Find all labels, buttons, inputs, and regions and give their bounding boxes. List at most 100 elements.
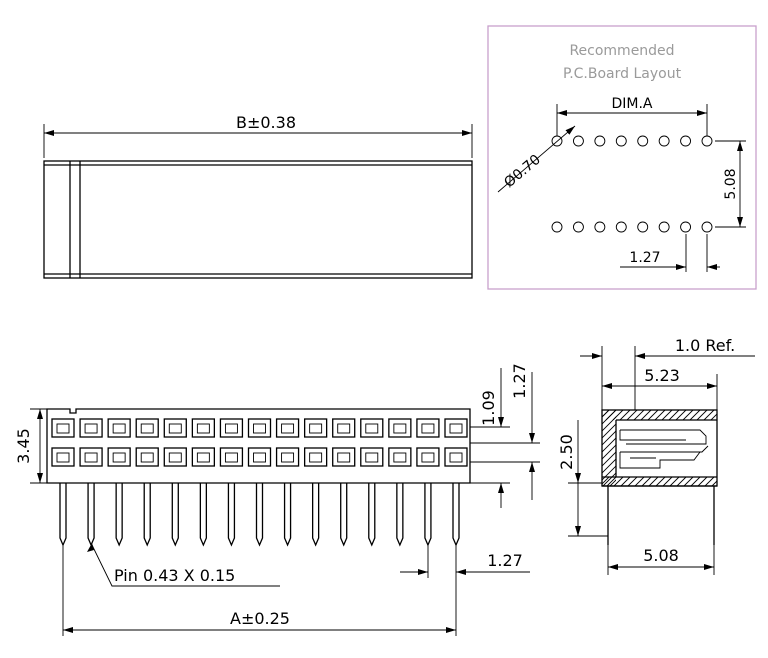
contact-cell-inner bbox=[253, 423, 266, 434]
pin bbox=[255, 483, 264, 547]
contact-cell-inner bbox=[168, 452, 182, 463]
contact-cell-inner bbox=[112, 423, 126, 434]
contact-cell-outer bbox=[275, 418, 300, 438]
pin bbox=[199, 483, 208, 547]
contact-cell-outer bbox=[275, 447, 300, 467]
dim-127-vertical-label: 1.27 bbox=[510, 363, 529, 399]
contact-cell-outer bbox=[303, 418, 328, 438]
contact-cell-inner bbox=[365, 423, 379, 434]
contact-cell-inner bbox=[112, 452, 126, 463]
side-view: 1.0 Ref. 5.23 2.50 bbox=[557, 336, 755, 575]
pcb-title-line2: P.C.Board Layout bbox=[563, 66, 682, 82]
contact-cell-inner bbox=[84, 423, 98, 434]
contact-cell-inner bbox=[281, 452, 295, 463]
dim-a-tolerance-label: A±0.25 bbox=[230, 609, 290, 628]
pcb-hole bbox=[551, 135, 563, 147]
pin bbox=[115, 483, 123, 547]
row-spacing-label: 5.08 bbox=[723, 168, 739, 199]
side-height-label: 2.50 bbox=[557, 434, 576, 470]
pin bbox=[424, 483, 432, 547]
pin bbox=[396, 483, 404, 547]
contact-cell-inner bbox=[393, 452, 407, 463]
contact-cell-outer bbox=[388, 447, 412, 467]
pin bbox=[368, 483, 376, 547]
pcb-layout-panel: Recommended P.C.Board Layout DIM.A Ø0.70… bbox=[487, 25, 757, 290]
hole-diameter-label: Ø0.70 bbox=[501, 152, 544, 191]
pin-spacing-label: 5.08 bbox=[643, 546, 679, 565]
pin bbox=[227, 483, 236, 547]
contact-cell-inner bbox=[84, 452, 98, 463]
contact-cells bbox=[51, 418, 468, 467]
contact-cell-outer bbox=[163, 447, 187, 467]
height-label: 3.45 bbox=[14, 428, 33, 464]
pin bbox=[87, 483, 95, 547]
contact-cell-outer bbox=[388, 418, 412, 438]
pcb-hole bbox=[680, 135, 692, 147]
pcb-hole-row-bottom bbox=[551, 221, 713, 233]
dim-a-label: DIM.A bbox=[611, 96, 652, 112]
contact-cell-outer bbox=[247, 447, 272, 467]
contact-cell-outer bbox=[219, 418, 244, 438]
dim-b-label: B±0.38 bbox=[236, 113, 296, 132]
contact-cell-outer bbox=[79, 418, 103, 438]
contact-cell-outer bbox=[51, 447, 75, 467]
contact-cell-outer bbox=[303, 447, 328, 467]
pcb-hole bbox=[551, 221, 563, 233]
contact-cell-inner bbox=[309, 452, 323, 463]
pin bbox=[171, 483, 179, 547]
contact-cell-outer bbox=[360, 418, 384, 438]
contact-cell-inner bbox=[196, 452, 210, 463]
pin bbox=[143, 483, 151, 547]
pcb-hole bbox=[572, 135, 584, 147]
contact-cell-outer bbox=[444, 418, 468, 438]
pcb-hole bbox=[572, 221, 584, 233]
contact-cell-inner bbox=[281, 423, 295, 434]
contact-cell-inner bbox=[393, 423, 407, 434]
pcb-hole bbox=[594, 135, 606, 147]
pcb-title-line1: Recommended bbox=[569, 43, 674, 59]
contact-cell-outer bbox=[163, 418, 187, 438]
contact-cell-inner bbox=[337, 423, 351, 434]
pcb-layout-border bbox=[487, 25, 757, 290]
contact-cell-inner bbox=[449, 423, 463, 434]
pin-size-label: Pin 0.43 X 0.15 bbox=[114, 566, 235, 585]
pin bbox=[283, 483, 292, 547]
contact-cell-inner bbox=[196, 423, 210, 434]
pin bbox=[311, 483, 320, 547]
contact-cell-outer bbox=[135, 447, 159, 467]
contact-cell-outer bbox=[332, 447, 356, 467]
contact-cell-outer bbox=[219, 447, 244, 467]
contact-cell-inner bbox=[224, 452, 238, 463]
front-view: 3.45 1.09 1.27 1.27 Pin 0.43 X 0.15 A±0.… bbox=[14, 363, 540, 636]
pcb-hole bbox=[680, 221, 692, 233]
contact-cell-outer bbox=[191, 447, 216, 467]
contact-cell-inner bbox=[224, 423, 238, 434]
contact-cell-inner bbox=[309, 423, 323, 434]
contact-cell-outer bbox=[51, 418, 75, 438]
pcb-hole bbox=[658, 135, 670, 147]
pcb-hole bbox=[615, 221, 627, 233]
pin bbox=[452, 483, 460, 547]
pcb-hole bbox=[615, 135, 627, 147]
side-body bbox=[601, 409, 718, 487]
ref-label: 1.0 Ref. bbox=[675, 336, 735, 355]
pin bbox=[59, 483, 67, 547]
contact-cell-outer bbox=[107, 418, 131, 438]
contact-cell-inner bbox=[421, 452, 435, 463]
pcb-hole bbox=[637, 221, 649, 233]
pin bbox=[340, 483, 348, 547]
contact-cell-outer bbox=[135, 418, 159, 438]
dim-109-label: 1.09 bbox=[479, 390, 498, 426]
pcb-hole bbox=[594, 221, 606, 233]
contact-cell-inner bbox=[168, 423, 182, 434]
pcb-hole bbox=[637, 135, 649, 147]
pcb-hole bbox=[701, 135, 713, 147]
contact-cell-outer bbox=[444, 447, 468, 467]
top-view: B±0.38 bbox=[43, 113, 473, 279]
pcb-pitch-label: 1.27 bbox=[629, 250, 660, 266]
pcb-hole-row-top bbox=[551, 135, 713, 147]
contact-cell-inner bbox=[365, 452, 379, 463]
contact-cell-outer bbox=[332, 418, 356, 438]
contact-cell-outer bbox=[79, 447, 103, 467]
